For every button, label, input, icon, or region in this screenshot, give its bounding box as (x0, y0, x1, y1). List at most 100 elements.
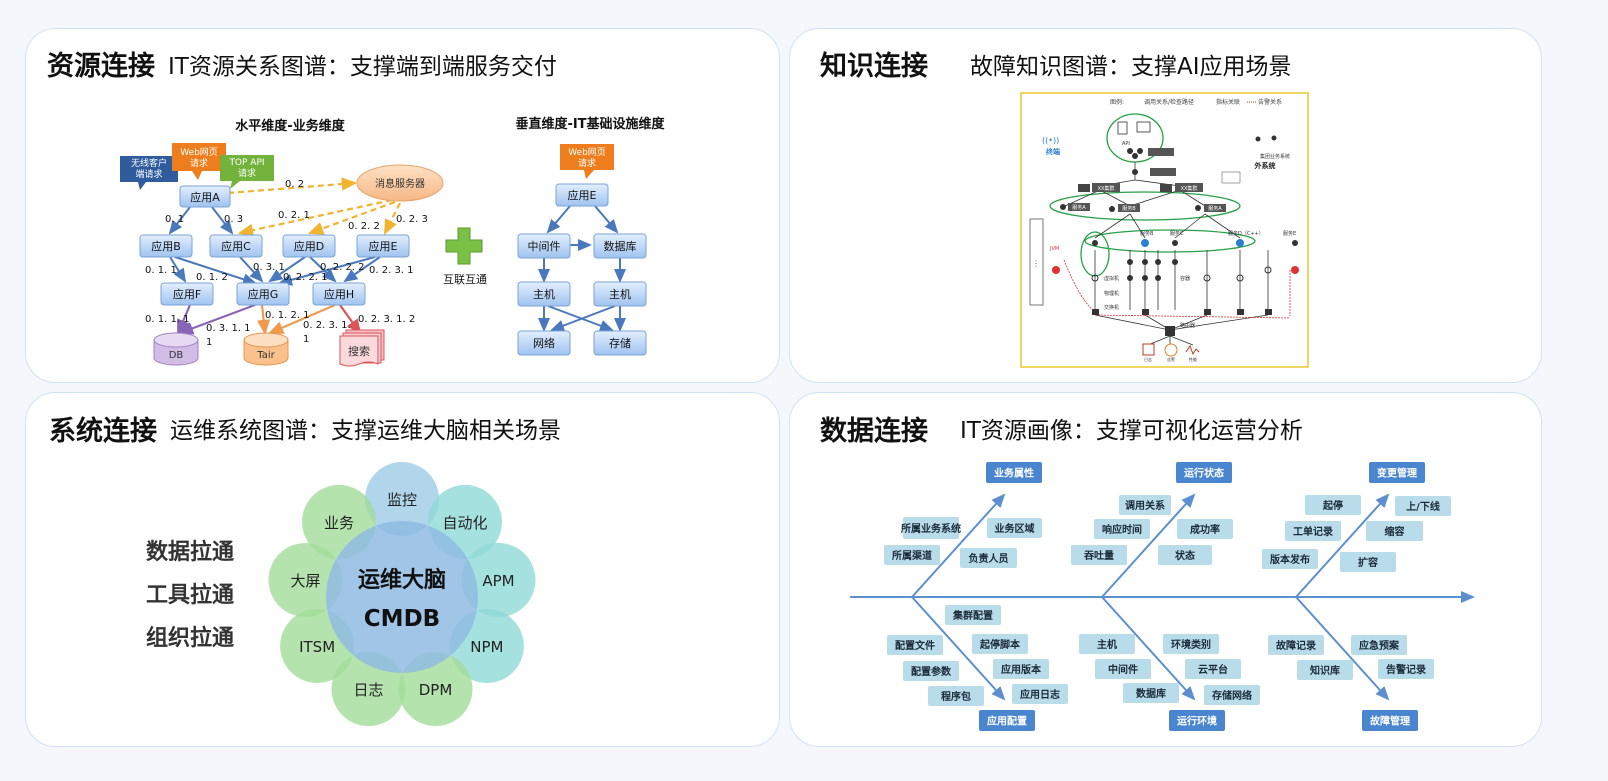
svg-text:图例:: 图例: (1110, 98, 1124, 106)
svg-text:数据库: 数据库 (604, 239, 637, 253)
svg-text:服务B: 服务B (1140, 230, 1154, 237)
svg-text:应用A: 应用A (190, 190, 220, 204)
panel-title: 系统连接 (49, 416, 157, 447)
app-node-d: 应用D (282, 234, 336, 258)
attribute-tag (960, 548, 1017, 568)
svg-text:0. 2. 3. 1.: 0. 2. 3. 1. (303, 320, 351, 331)
svg-text:无线客户: 无线客户 (131, 157, 167, 169)
infra-node-storage: 存储 (593, 330, 647, 356)
svg-text:0. 2. 3. 1. 2: 0. 2. 3. 1. 2 (358, 314, 415, 325)
svg-text:0. 1: 0. 1 (165, 214, 184, 225)
attribute-tag (1340, 552, 1396, 572)
svg-text:API: API (1122, 141, 1130, 147)
attribute-tag (1123, 683, 1179, 703)
category-head (1169, 710, 1225, 731)
attribute-tag (1366, 521, 1423, 541)
cmdb-title-line2: CMDB (364, 606, 440, 632)
svg-text:应用H: 应用H (324, 287, 354, 301)
attribute-tag-label: 应用版本 (1001, 663, 1042, 676)
svg-text:交换机: 交换机 (1104, 304, 1119, 311)
svg-text:服务B: 服务B (1122, 205, 1136, 212)
attribute-tag-label: 业务区域 (995, 522, 1035, 535)
attribute-tag-label: 扩容 (1358, 556, 1378, 569)
attribute-tag-label: 调用关系 (1125, 499, 1165, 512)
capability-list: 数据拉通 工具拉通 组织拉通 (146, 531, 234, 660)
petal-label: 监控 (387, 491, 417, 509)
infra-node-database: 数据库 (593, 233, 647, 259)
category-head-label: 运行环境 (1177, 715, 1217, 728)
svg-text:0. 1. 2: 0. 1. 2 (196, 272, 228, 283)
attribute-tag-label: 响应时间 (1102, 523, 1142, 536)
infra-node-host2: 主机 (593, 281, 647, 307)
infra-node-middleware: 中间件 (517, 233, 571, 259)
svg-text:服务A: 服务A (1072, 204, 1086, 211)
attribute-tag (1378, 659, 1434, 679)
attribute-tag-label: 成功率 (1190, 523, 1220, 536)
infra-node-host1: 主机 (517, 281, 571, 307)
svg-text:0. 3. 1: 0. 3. 1 (253, 262, 285, 273)
svg-text:日志: 日志 (1144, 356, 1152, 362)
svg-text:调用关系/检查路径: 调用关系/检查路径 (1144, 98, 1194, 106)
attribute-tag-label: 配置参数 (911, 665, 952, 678)
svg-text:告警关系: 告警关系 (1258, 98, 1282, 106)
message-edges (227, 177, 401, 237)
attribute-tag-label: 云平台 (1198, 663, 1228, 676)
attribute-tag (1297, 660, 1353, 680)
svg-text:主机: 主机 (533, 287, 555, 301)
category-head (1369, 462, 1425, 483)
svg-text:1: 1 (303, 334, 309, 345)
output-icons: 日志 告警 性能 (1142, 343, 1200, 362)
svg-text:路由器: 路由器 (1180, 322, 1195, 329)
service-row-2: 服务B 服务C 服务D（C++） 服务E (1092, 230, 1298, 247)
attribute-tag (1119, 495, 1171, 515)
petal-label: 自动化 (442, 514, 487, 532)
attribute-tag (884, 545, 940, 565)
svg-text:JVM: JVM (1049, 246, 1059, 252)
category-head (979, 710, 1035, 731)
svg-text:告警: 告警 (1167, 356, 1175, 362)
attribute-tag (1177, 519, 1233, 539)
attribute-tag-label: 工单记录 (1293, 525, 1333, 538)
attribute-tag (1395, 496, 1451, 516)
svg-text:⋮: ⋮ (1032, 259, 1040, 268)
petal-label: APM (482, 572, 514, 590)
svg-text:应用G: 应用G (248, 287, 279, 301)
attribute-tag (1012, 684, 1068, 704)
attribute-tag-label: 告警记录 (1386, 663, 1426, 676)
app-node-g: 应用G (236, 282, 290, 306)
attribute-tag-label: 故障记录 (1276, 639, 1316, 652)
svg-text:0. 2. 2: 0. 2. 2 (348, 221, 380, 232)
panel-subtitle: 故障知识图谱：支撑AI应用场景 (970, 54, 1292, 80)
attribute-tag (1351, 635, 1407, 655)
app-node-f: 应用F (160, 282, 214, 306)
svg-text:外系统: 外系统 (1255, 161, 1276, 170)
petal-label: 大屏 (290, 572, 320, 590)
svg-text:Web网页: Web网页 (568, 147, 606, 158)
callout-topapi: TOP API 请求 (220, 155, 274, 189)
svg-text:服务E: 服务E (1283, 230, 1296, 237)
host-nodes: 虚拟机 容器 物理机 交换机 路由器 (1091, 259, 1272, 336)
app-node-a: 应用A (179, 185, 231, 208)
svg-text:服务A: 服务A (1208, 205, 1222, 212)
petal-label: NPM (470, 638, 503, 656)
callout-web: Web网页 请求 (172, 143, 226, 180)
category-head (1362, 710, 1418, 731)
attribute-tag-label: 缩容 (1385, 525, 1405, 538)
jvm-nodes: JVM (1049, 246, 1299, 274)
attribute-tag-label: 所属业务系统 (901, 522, 961, 535)
service-row-1: 服务A 服务B 服务A (1060, 203, 1226, 212)
attribute-tag-label: 所属渠道 (892, 549, 932, 562)
svg-text:0. 2. 2. 2: 0. 2. 2. 2 (320, 262, 365, 273)
svg-text:性能: 性能 (1189, 356, 1197, 362)
panel-title: 资源连接 (47, 51, 155, 82)
attribute-tag (903, 661, 959, 681)
svg-text:0. 2. 3: 0. 2. 3 (396, 214, 428, 225)
edge-labels: 0. 2 0. 1 0. 3 0. 2. 1 0. 2. 2 0. 2. 3 0… (145, 179, 428, 348)
attribute-tag (1262, 549, 1318, 569)
fishbone-bones (850, 493, 1475, 701)
db-store: DB (153, 332, 199, 366)
svg-text:0. 3: 0. 3 (224, 214, 243, 225)
